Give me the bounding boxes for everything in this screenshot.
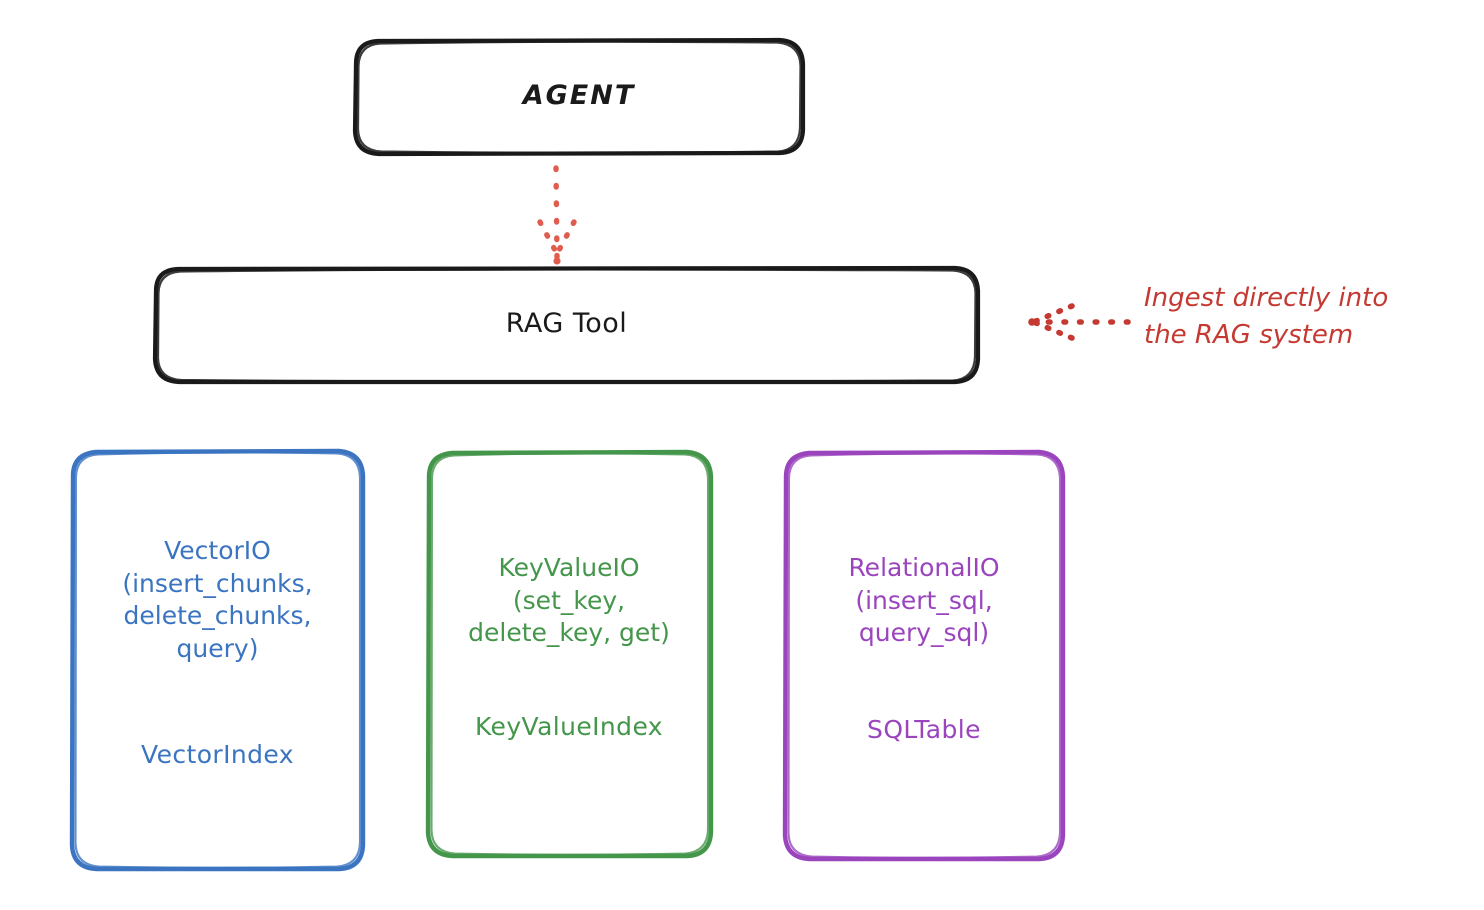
vector-index-label: VectorIndex <box>141 740 294 769</box>
sql-table-label: SQLTable <box>867 715 981 744</box>
key-value-io-box-outline <box>425 449 714 859</box>
node-vector-io[interactable] <box>69 448 366 872</box>
rag-tool-box-outline <box>152 265 981 385</box>
node-agent[interactable] <box>352 37 806 157</box>
edge-agent-to-rag-tool-line <box>553 165 560 261</box>
ingest-annotation-label: Ingest directly into the RAG system <box>1144 283 1389 350</box>
node-rag-tool[interactable] <box>152 265 981 385</box>
relational-io-box-outline <box>782 449 1066 862</box>
edge-ingest-arrow <box>1028 303 1131 341</box>
key-value-io-label: KeyValueIO (set_key, delete_key, get) <box>468 553 670 647</box>
vector-io-box-sketch-pass <box>74 451 362 869</box>
agent-box-outline <box>352 37 806 157</box>
ingest-arrowhead-lower-barb <box>1033 320 1075 341</box>
relational-io-box-sketch-pass <box>787 452 1062 859</box>
vector-io-label: VectorIO (insert_chunks, delete_chunks, … <box>122 536 313 663</box>
arrowhead-left-barb <box>537 219 559 255</box>
relational-io-label: RelationalIO (insert_sql, query_sql) <box>848 553 1000 647</box>
node-key-value-io[interactable] <box>425 449 714 859</box>
arrowhead-right-barb <box>555 219 577 255</box>
ingest-arrowhead-tip <box>1028 318 1036 326</box>
arrowhead-tip <box>553 257 561 265</box>
ingest-arrowhead-upper-barb <box>1033 303 1075 324</box>
vector-io-box-outline <box>69 448 366 872</box>
agent-box-sketch-pass <box>356 40 802 154</box>
key-value-io-box-sketch-pass <box>430 452 710 856</box>
rag-tool-box-sketch-pass <box>156 268 977 383</box>
edge-agent-to-rag-tool <box>537 165 577 265</box>
key-value-index-label: KeyValueIndex <box>474 712 663 741</box>
node-relational-io[interactable] <box>782 449 1066 862</box>
